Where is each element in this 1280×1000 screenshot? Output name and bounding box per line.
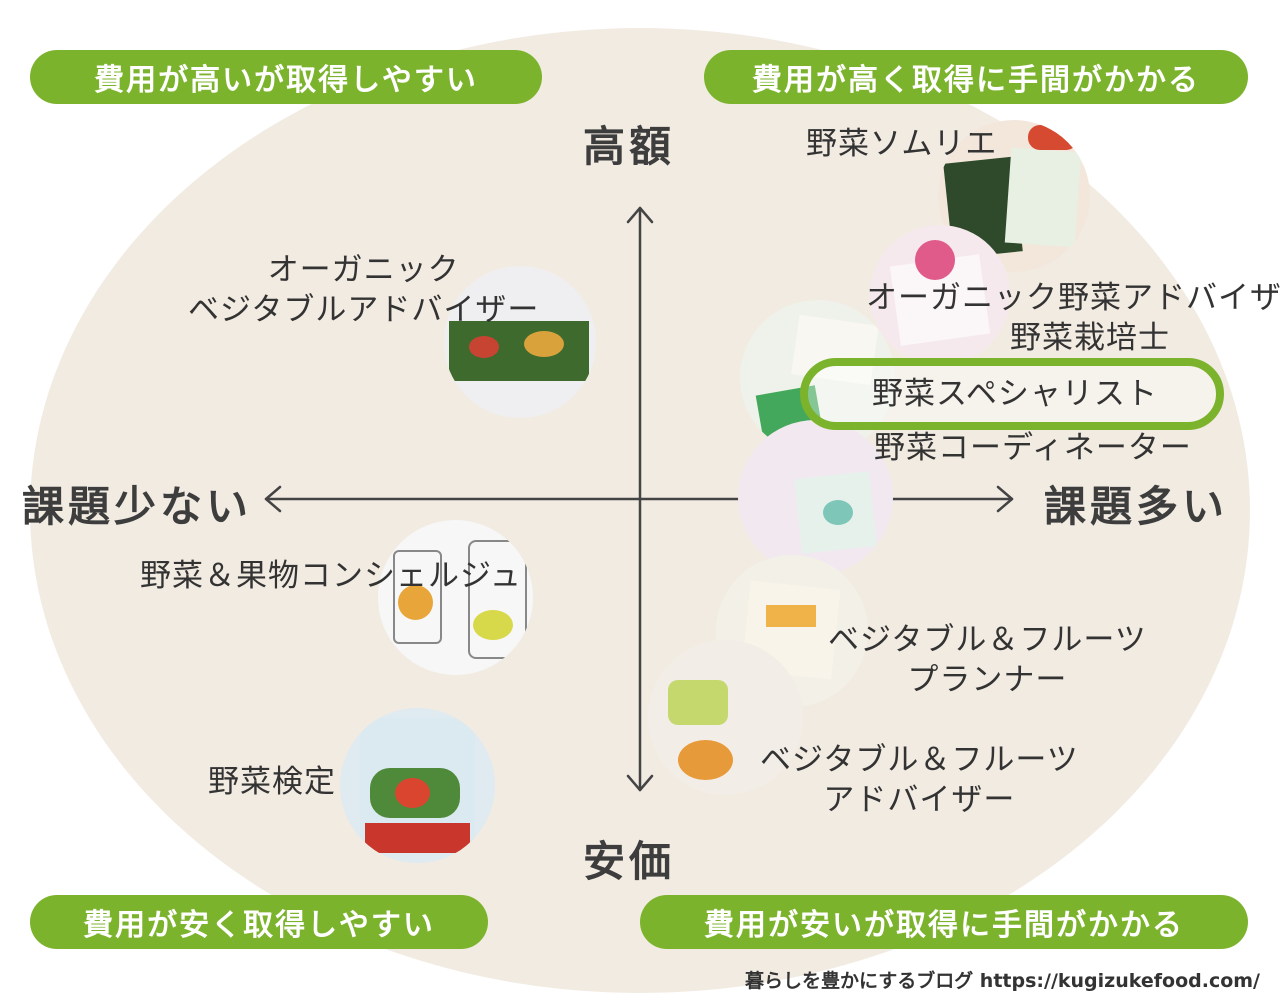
label-vegetable-sommelier: 野菜ソムリエ <box>806 124 997 164</box>
label-line: プランナー <box>907 662 1068 698</box>
label-vegetable-fruit-planner: ベジタブル＆フルーツ プランナー <box>828 620 1147 700</box>
label-organic-vegetable-adviser: オーガニック野菜アドバイザー 野菜栽培士 <box>866 278 1280 358</box>
label-line: 野菜検定 <box>208 764 336 800</box>
axis-label-bottom: 安価 <box>583 837 676 886</box>
label-organic-vegetable-advisor: オーガニック ベジタブルアドバイザー <box>188 250 539 330</box>
arrow-right-icon <box>996 485 1014 513</box>
quadrant-bottom-left: 費用が安く取得しやすい <box>30 895 488 949</box>
label-line: アドバイザー <box>823 782 1016 818</box>
photo-vegetable-fruit-concierge <box>378 520 533 675</box>
arrow-down-icon <box>626 774 654 792</box>
label-vegetable-test: 野菜検定 <box>208 762 336 802</box>
label-vegetable-fruit-concierge: 野菜＆果物コンシェルジュ <box>140 556 522 596</box>
axis-label-top: 高額 <box>583 122 676 171</box>
label-line: 野菜＆果物コンシェルジュ <box>140 558 522 594</box>
quadrant-top-right: 費用が高く取得に手間がかかる <box>704 50 1248 104</box>
axis-label-right: 課題多い <box>1044 482 1229 531</box>
quadrant-bottom-right: 費用が安いが取得に手間がかかる <box>640 895 1248 949</box>
photo-vegetable-fruit-advisor <box>648 640 803 795</box>
label-line: 野菜栽培士 <box>1010 320 1170 356</box>
label-line: ベジタブルアドバイザー <box>188 292 540 328</box>
label-line: ベジタブル＆フルーツ <box>760 742 1079 778</box>
photo-organic-vegetable-advisor <box>444 266 596 418</box>
photo-vegetable-test <box>340 708 495 863</box>
label-line: オーガニック野菜アドバイザー <box>866 280 1280 316</box>
arrow-left-icon <box>264 485 282 513</box>
label-line: ベジタブル＆フルーツ <box>828 622 1147 658</box>
photo-organic-vegetable-adviser <box>870 225 1010 365</box>
photo-vegetable-coordinator <box>738 420 893 575</box>
label-line: 野菜ソムリエ <box>806 126 998 162</box>
label-line: 野菜コーディネーター <box>874 430 1192 466</box>
axis-label-left: 課題少ない <box>22 482 253 531</box>
label-line: 野菜スペシャリスト <box>872 376 1158 412</box>
source-credit: 暮らしを豊かにするブログ https://kugizukefood.com/ <box>745 970 1260 992</box>
arrow-up-icon <box>626 206 654 224</box>
label-vegetable-fruit-advisor: ベジタブル＆フルーツ アドバイザー <box>760 740 1079 820</box>
highlight-frame-vegetable-specialist <box>800 358 1224 430</box>
label-line: オーガニック <box>267 252 460 288</box>
quadrant-top-left: 費用が高いが取得しやすい <box>30 50 542 104</box>
label-vegetable-specialist: 野菜スペシャリスト <box>872 374 1158 414</box>
label-vegetable-coordinator: 野菜コーディネーター <box>874 428 1192 468</box>
